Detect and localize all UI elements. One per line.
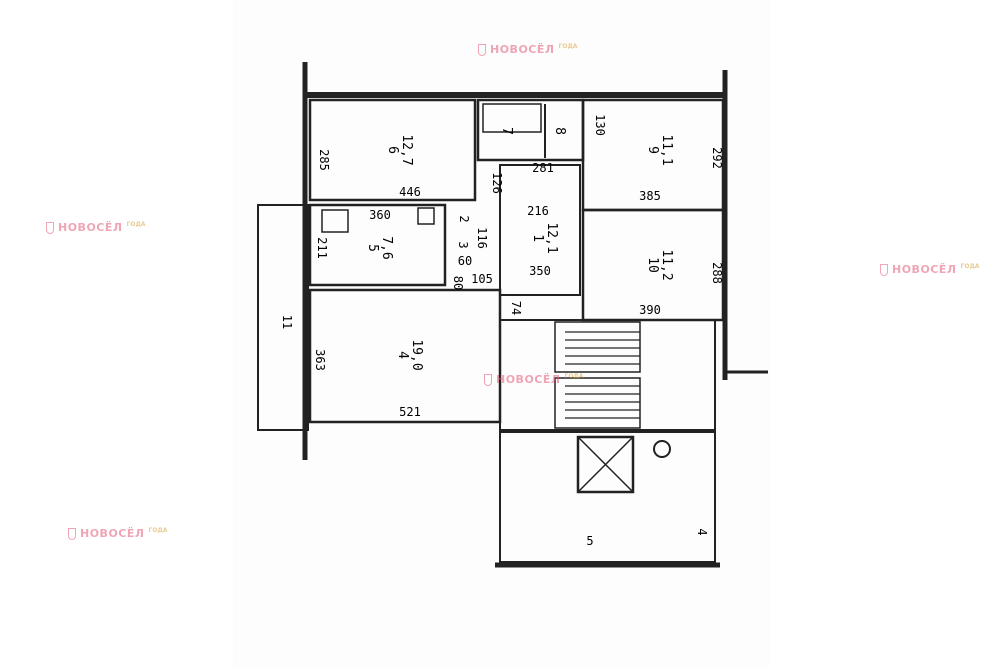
dimension-label: 126: [490, 172, 504, 194]
dimension-label: 11: [280, 315, 294, 329]
stair-flight-1: [554, 321, 641, 373]
chute: [653, 440, 671, 458]
elevator-shaft: [576, 435, 635, 494]
plan-sheet: [233, 0, 771, 667]
dimension-label: 211: [315, 237, 329, 259]
svg-text:8: 8: [552, 127, 567, 135]
svg-text:9: 9: [645, 146, 660, 154]
stove: [321, 209, 349, 233]
dimension-label: 80: [451, 276, 465, 290]
stair-hall-outline: [499, 319, 716, 431]
dimension-label: 390: [639, 303, 661, 317]
room-5-outline: [308, 203, 447, 287]
watermark-right: НОВОСЁЛ ГОДА: [880, 264, 979, 278]
watermark-center: НОВОСЁЛ ГОДА: [484, 374, 583, 388]
dimension-label: 521: [399, 405, 421, 419]
svg-text:7,6: 7,6: [379, 236, 394, 259]
dimension-label: 130: [593, 114, 607, 136]
svg-text:4: 4: [395, 351, 410, 359]
watermark-left: НОВОСЁЛ ГОДА: [46, 222, 145, 236]
dimension-label: 5: [586, 534, 593, 548]
room-1-outline: [499, 164, 581, 296]
svg-text:12,1: 12,1: [544, 222, 559, 253]
svg-text:1: 1: [530, 234, 545, 242]
dimension-label: 116: [475, 227, 489, 249]
stair-flight-2: [554, 377, 641, 429]
dimension-label: 446: [399, 185, 421, 199]
room-label-7: 7: [499, 127, 514, 135]
dimension-label: 3: [456, 241, 470, 248]
svg-text:7: 7: [499, 127, 514, 135]
dimension-label: 350: [529, 264, 551, 278]
dimension-label: 216: [527, 204, 549, 218]
room-label-8: 8: [552, 127, 567, 135]
svg-text:12,7: 12,7: [399, 134, 414, 165]
dimension-label: 363: [313, 349, 327, 371]
bathtub: [482, 103, 542, 133]
room-6-outline: [308, 98, 477, 202]
dimension-label: 4: [695, 528, 709, 535]
lower-hall-outline: [499, 431, 716, 563]
dimension-label: 292: [710, 147, 724, 169]
dimension-label: 288: [710, 262, 724, 284]
dimension-label: 74: [509, 301, 523, 315]
watermark-top: НОВОСЁЛ ГОДА: [478, 44, 577, 58]
dimension-label: 385: [639, 189, 661, 203]
watermark-bottom-left: НОВОСЁЛ ГОДА: [68, 528, 167, 542]
sink: [417, 207, 435, 225]
dimension-label: 60: [458, 254, 472, 268]
dimension-label: 105: [471, 272, 493, 286]
dimension-label: 281: [532, 161, 554, 175]
svg-text:10: 10: [645, 257, 660, 273]
dimension-label: 360: [369, 208, 391, 222]
svg-text:5: 5: [365, 244, 380, 252]
svg-text:11,1: 11,1: [659, 134, 674, 165]
dimension-label: 2: [457, 215, 471, 222]
svg-text:11,2: 11,2: [659, 249, 674, 280]
dimension-label: 285: [317, 149, 331, 171]
svg-text:6: 6: [385, 146, 400, 154]
svg-text:19,0: 19,0: [409, 339, 424, 370]
balcony-outline: [257, 204, 309, 431]
